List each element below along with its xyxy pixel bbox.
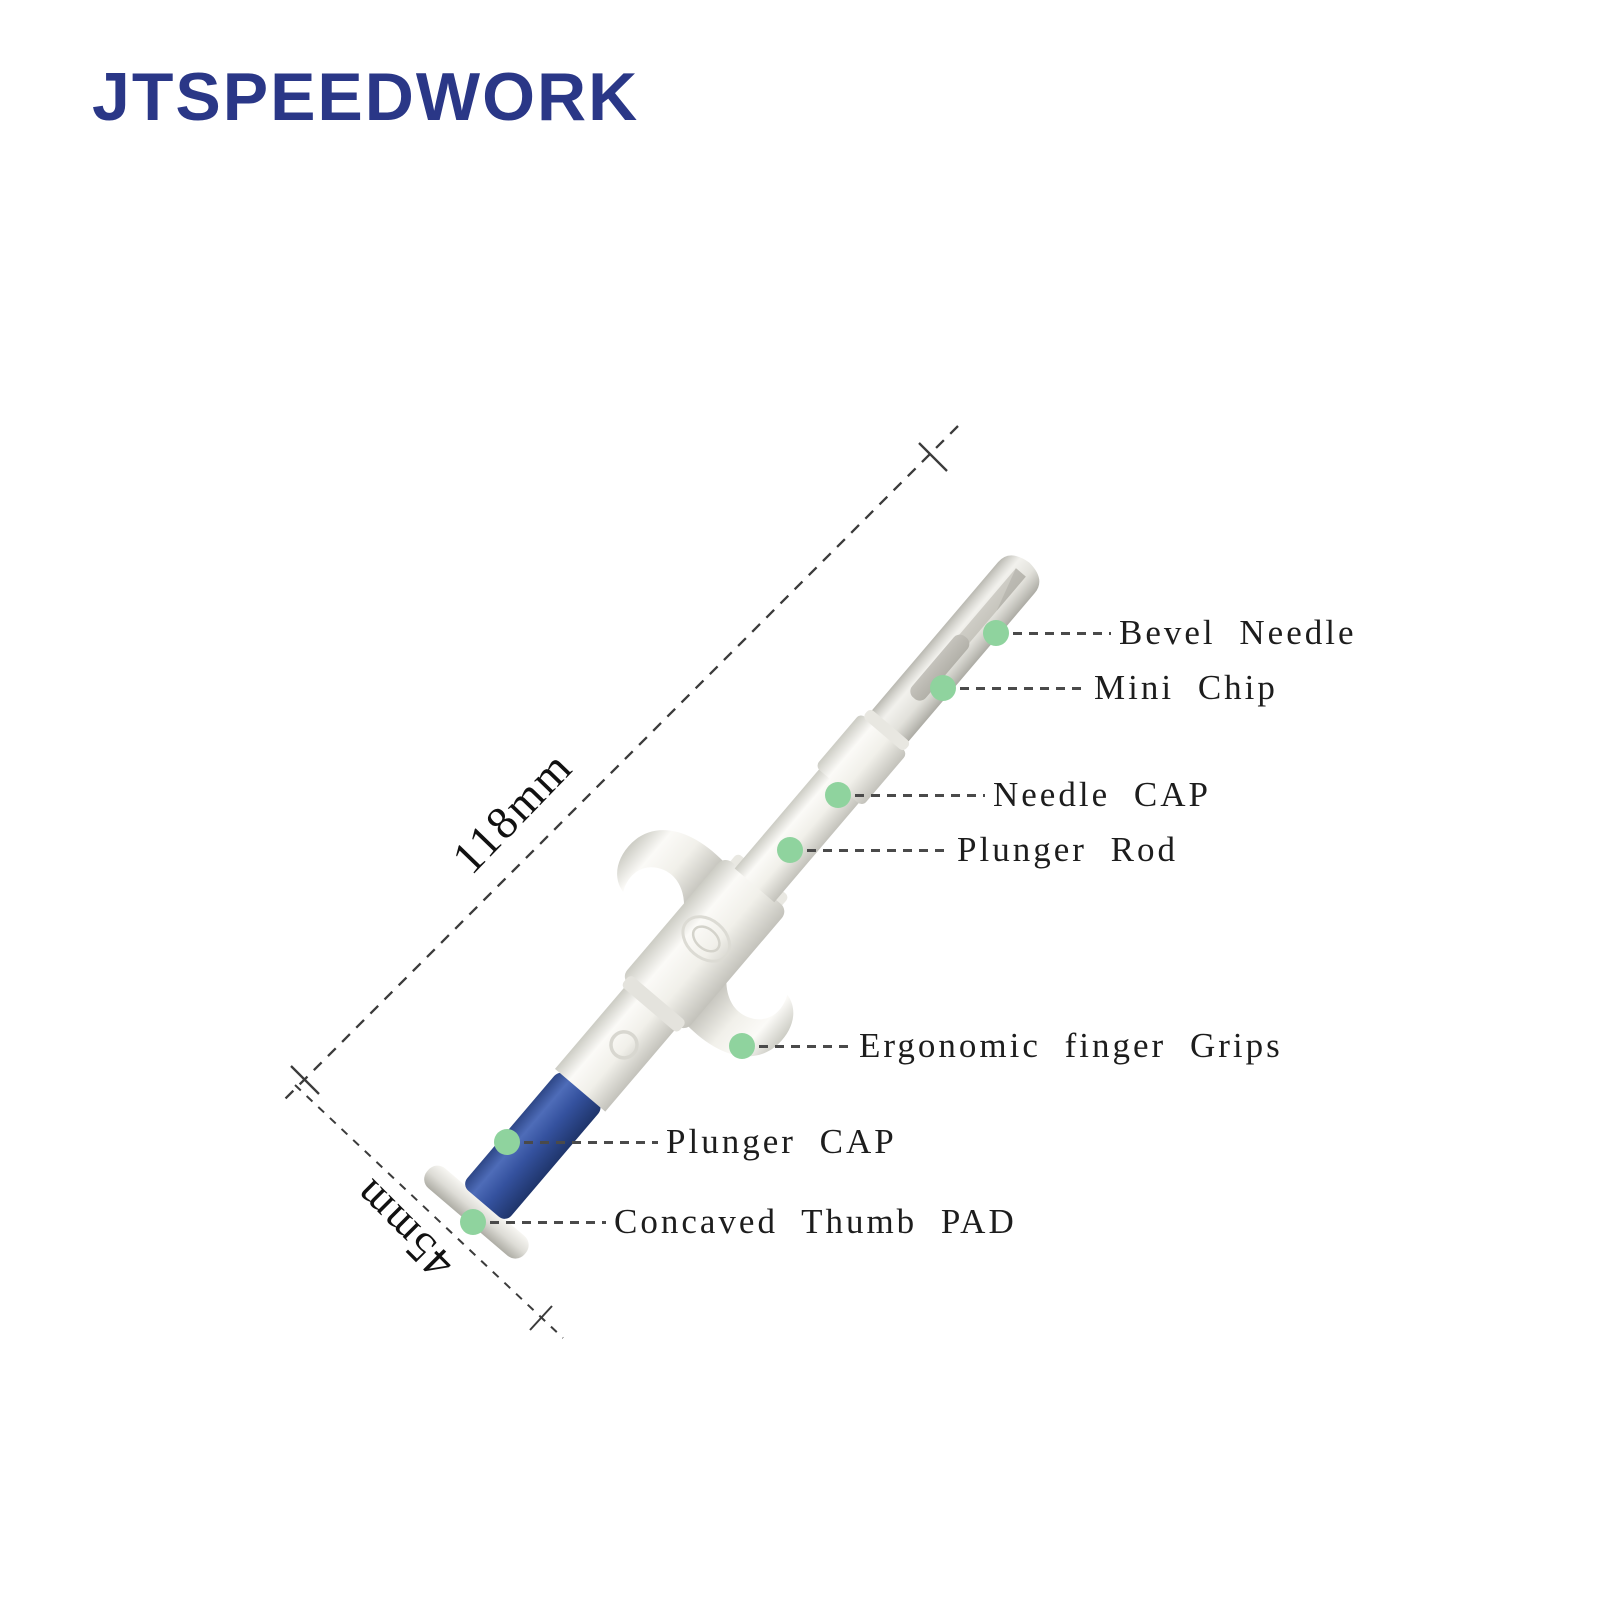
callout-bevel-needle: Bevel Needle — [983, 611, 1357, 655]
leader-line — [524, 1140, 658, 1144]
label-needle-cap: Needle CAP — [993, 775, 1211, 814]
marker-dot — [777, 837, 803, 863]
needle-cap-shape — [859, 555, 1040, 757]
marker-dot — [825, 782, 851, 808]
marker-dot — [729, 1033, 755, 1059]
dimension-line-118 — [280, 425, 959, 1104]
leader-line — [759, 1044, 851, 1048]
marker-dot — [983, 620, 1009, 646]
callout-plunger-rod: Plunger Rod — [777, 828, 1178, 872]
lower-barrel-shape — [554, 983, 678, 1112]
dimension-line-45 — [294, 1084, 564, 1339]
callout-mini-chip: Mini Chip — [930, 666, 1278, 710]
leader-line — [855, 793, 985, 797]
label-mini-chip: Mini Chip — [1094, 668, 1278, 707]
leader-line — [960, 686, 1086, 690]
syringe-illustration — [424, 555, 1040, 1259]
marker-dot — [460, 1209, 486, 1235]
label-finger-grips: Ergonomic finger Grips — [859, 1026, 1283, 1065]
label-bevel-needle: Bevel Needle — [1119, 613, 1357, 652]
callout-plunger-cap: Plunger CAP — [494, 1120, 897, 1164]
label-plunger-cap: Plunger CAP — [666, 1122, 897, 1161]
plunger-cap-shape — [465, 1072, 601, 1219]
finger-grips-shape — [617, 830, 794, 1057]
leader-line — [807, 848, 949, 852]
leader-line — [490, 1220, 606, 1224]
label-thumb-pad: Concaved Thumb PAD — [614, 1202, 1017, 1241]
marker-dot — [494, 1129, 520, 1155]
callout-thumb-pad: Concaved Thumb PAD — [460, 1200, 1017, 1244]
callout-needle-cap: Needle CAP — [825, 773, 1211, 817]
callout-finger-grips: Ergonomic finger Grips — [729, 1024, 1283, 1068]
marker-dot — [930, 675, 956, 701]
needle-hub-shape — [817, 710, 910, 805]
brand-logo: JTSPEEDWORK — [92, 59, 640, 135]
label-plunger-rod: Plunger Rod — [957, 830, 1178, 869]
leader-line — [1013, 631, 1111, 635]
